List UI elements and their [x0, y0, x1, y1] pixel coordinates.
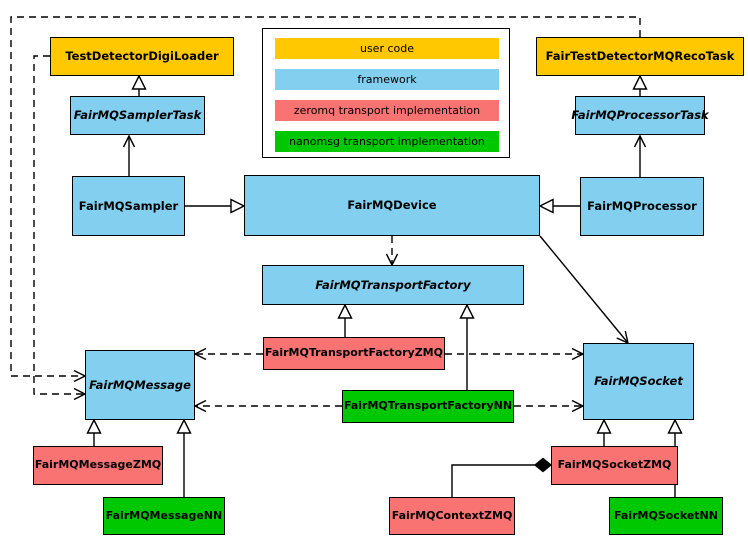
- class-node-fairmqsocketnn[interactable]: FairMQSocketNN: [609, 497, 723, 535]
- class-node-label: FairMQTransportFactoryZMQ: [265, 346, 443, 360]
- class-node-label: FairMQMessage: [89, 377, 191, 392]
- class-node-label: FairMQProcessorTask: [571, 108, 709, 123]
- edge-generalization-fairmqsamplertask-to-testdetectordigiloader: [131, 74, 147, 96]
- class-node-fairmqmessage[interactable]: FairMQMessage: [85, 350, 195, 420]
- legend-item-user-code: user code: [275, 38, 499, 59]
- class-node-label: FairMQSampler: [78, 198, 179, 213]
- class-node-fairmqprocessor[interactable]: FairMQProcessor: [580, 177, 704, 236]
- legend-item-label: zeromq transport implementation: [293, 104, 481, 117]
- class-node-fairmqtransportfactory[interactable]: FairMQTransportFactory: [262, 265, 524, 305]
- edge-generalization-fairmqmessagenn-to-fairmqmessage: [176, 418, 192, 497]
- edge-generalization-fairmqtransportfactoryzmq-to-fairmqtransportfactory: [337, 303, 353, 337]
- edge-dependency-fairmqtransportfactorynn-to-fairmqsocket: [514, 399, 585, 413]
- edge-association-fairmqdevice-to-fairmqsocket: [539, 235, 629, 345]
- class-node-label: FairMQSocketZMQ: [557, 458, 672, 472]
- class-node-fairmqtransportfactoryzmq[interactable]: FairMQTransportFactoryZMQ: [263, 337, 445, 370]
- class-node-label: FairTestDetectorMQRecoTask: [545, 49, 735, 64]
- class-node-label: FairMQSocketNN: [614, 508, 718, 522]
- class-node-fairmqcontextzmq[interactable]: FairMQContextZMQ: [389, 497, 515, 535]
- legend-item-label: framework: [357, 73, 417, 86]
- edge-dependency-fairmqtransportfactoryzmq-to-fairmqmessage: [193, 347, 263, 361]
- edge-generalization-fairmqtransportfactorynn-to-fairmqtransportfactory: [459, 303, 475, 390]
- class-node-label: FairMQProcessor: [587, 199, 697, 214]
- class-node-fairmqprocessortask[interactable]: FairMQProcessorTask: [571, 96, 709, 135]
- edge-generalization-fairmqsocketzmq-to-fairmqsocket: [596, 418, 612, 446]
- legend-item-zeromq: zeromq transport implementation: [275, 100, 499, 121]
- edge-dependency-fairmqtransportfactorynn-to-fairmqmessage: [193, 399, 342, 413]
- edge-generalization-fairmqprocessor-to-fairmqdevice: [538, 198, 580, 214]
- class-node-fairmqtransportfactorynn[interactable]: FairMQTransportFactoryNN: [342, 390, 514, 423]
- class-node-fairmqsamplertask[interactable]: FairMQSamplerTask: [70, 96, 205, 135]
- legend-item-framework: framework: [275, 69, 499, 90]
- class-node-fairtestdetectormqrecotask[interactable]: FairTestDetectorMQRecoTask: [536, 37, 744, 76]
- class-node-label: FairMQMessageNN: [105, 508, 223, 522]
- edge-composition-fairmqcontextzmq-to-fairmqsocketzmq: [451, 457, 553, 497]
- class-node-fairmqmessagezmq[interactable]: FairMQMessageZMQ: [33, 446, 163, 485]
- class-node-fairmqdevice[interactable]: FairMQDevice: [244, 175, 540, 236]
- class-node-fairmqmessagenn[interactable]: FairMQMessageNN: [103, 497, 225, 535]
- class-node-label: FairMQSamplerTask: [73, 108, 202, 123]
- edge-dependency-fairmqdevice-to-fairmqtransportfactory: [385, 236, 399, 267]
- class-node-label: TestDetectorDigiLoader: [65, 49, 219, 64]
- class-node-label: FairMQContextZMQ: [391, 508, 513, 522]
- class-node-label: FairMQMessageZMQ: [34, 458, 162, 472]
- edge-generalization-fairmqprocessortask-to-fairtestdetectormqrecotask: [632, 74, 648, 96]
- edge-generalization-fairmqmessagezmq-to-fairmqmessage: [86, 418, 102, 446]
- edge-association-fairmqprocessor-to-fairmqprocessortask: [633, 134, 647, 177]
- class-node-fairmqsampler[interactable]: FairMQSampler: [72, 176, 185, 236]
- edge-association-fairmqsampler-to-fairmqsamplertask: [122, 134, 136, 176]
- class-node-label: FairMQSocket: [594, 374, 683, 389]
- legend-item-label: user code: [359, 42, 415, 55]
- legend-item-nanomsg: nanomsg transport implementation: [275, 131, 499, 152]
- legend: user code framework zeromq transport imple…: [262, 28, 510, 158]
- legend-item-label: nanomsg transport implementation: [289, 135, 485, 148]
- class-node-fairmqsocket[interactable]: FairMQSocket: [583, 343, 694, 420]
- class-node-label: FairMQTransportFactoryNN: [343, 399, 513, 413]
- class-node-label: FairMQDevice: [347, 198, 437, 213]
- class-node-fairmqsocketzmq[interactable]: FairMQSocketZMQ: [551, 446, 678, 485]
- edge-generalization-fairmqsampler-to-fairmqdevice: [185, 198, 246, 214]
- class-node-label: FairMQTransportFactory: [315, 277, 471, 292]
- edge-dependency-fairmqtransportfactoryzmq-to-fairmqsocket: [445, 347, 585, 361]
- class-node-testdetectordigiloader[interactable]: TestDetectorDigiLoader: [50, 37, 234, 76]
